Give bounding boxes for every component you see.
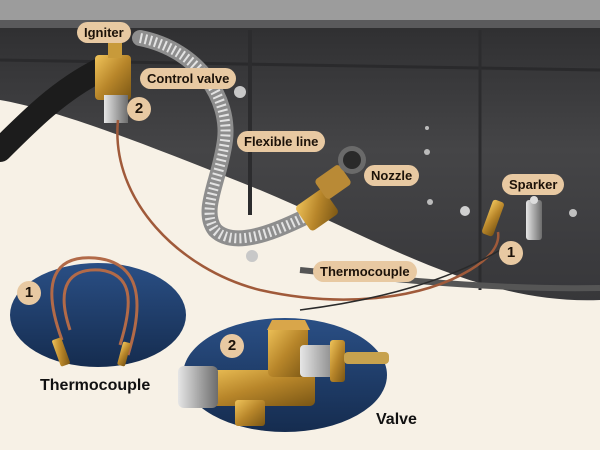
- thermocouple-product: [50, 256, 139, 367]
- valve-marker: 2: [127, 97, 151, 121]
- valve-inset-number: 2: [220, 334, 244, 358]
- flexible-line-label: Flexible line: [237, 131, 326, 152]
- sparker-label: Sparker: [502, 174, 565, 195]
- screw: [460, 206, 470, 216]
- thermocouple-marker: 1: [499, 241, 523, 265]
- igniter-label: Igniter: [77, 22, 131, 43]
- top-ledge: [0, 0, 600, 20]
- thermocouple-inset-number: 1: [17, 281, 41, 305]
- valve-caption: Valve: [376, 411, 417, 428]
- screw: [234, 86, 246, 98]
- thermocouple-label: Thermocouple: [313, 261, 417, 282]
- screw: [246, 250, 258, 262]
- nozzle-assembly: [296, 146, 366, 231]
- valve-product: [178, 320, 389, 426]
- thermocouple-wire: [116, 119, 500, 301]
- sparker-electrode: [526, 196, 542, 240]
- thermocouple-caption: Thermocouple: [40, 377, 151, 394]
- nozzle-label: Nozzle: [364, 165, 420, 186]
- screw: [569, 209, 577, 217]
- thermocouple-inset-disc: [10, 263, 186, 367]
- control-valve-body: [95, 55, 131, 100]
- thermocouple-probe: [482, 199, 504, 237]
- gas-pipe: [0, 58, 112, 162]
- control-valve-label: Control valve: [140, 68, 237, 89]
